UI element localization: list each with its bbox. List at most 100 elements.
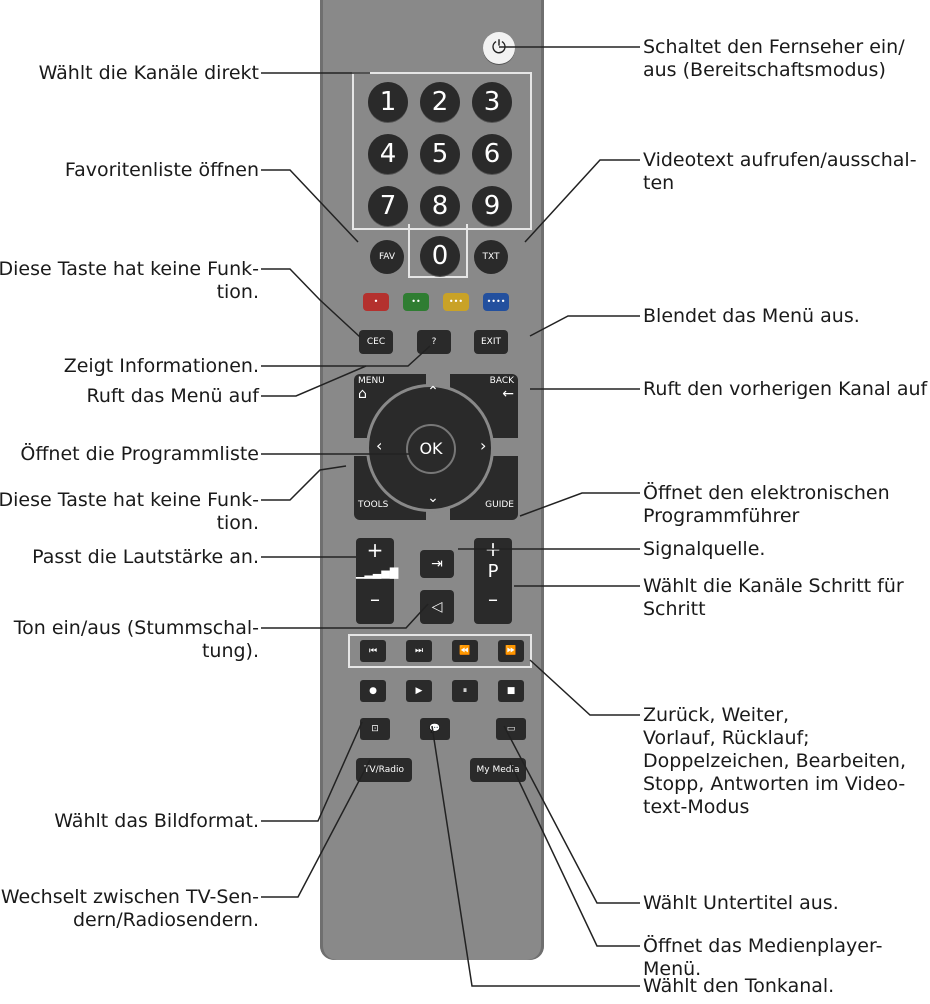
label-back: Ruft den vorherigen Kanal auf <box>643 378 927 401</box>
digit-6-button[interactable]: 6 <box>472 134 512 174</box>
fast-forward-icon[interactable]: ⏩ <box>498 640 524 662</box>
leader-menu <box>261 365 367 397</box>
fav-button[interactable]: FAV <box>370 240 404 274</box>
label-cec-line2: tion. <box>216 281 259 303</box>
ok-button[interactable]: OK <box>406 424 456 474</box>
picture-format-icon[interactable]: ⊡ <box>360 718 390 740</box>
digit-8-button[interactable]: 8 <box>420 186 460 226</box>
cec-button[interactable]: CEC <box>359 330 393 354</box>
volume-plus[interactable]: + <box>366 538 384 562</box>
label-digits-line1: Wählt die Kanäle direkt <box>38 62 259 84</box>
down-arrow-icon[interactable]: ⌄ <box>427 490 439 506</box>
my-media-button[interactable]: My Media <box>470 758 526 782</box>
green-key[interactable]: •• <box>403 293 429 311</box>
leader-subtitle <box>503 725 640 904</box>
record-icon[interactable]: ● <box>360 680 386 702</box>
digit-0-button[interactable]: 0 <box>420 236 460 276</box>
leader-format <box>261 721 363 822</box>
label-guide-line1: Öffnet den elektronischen <box>643 482 890 504</box>
label-power-line2: aus (Bereitschaftsmodus) <box>643 59 886 81</box>
volume-rocker[interactable]: + ▁▂▃▅▇ – <box>356 538 398 624</box>
info-button[interactable]: ? <box>417 330 451 354</box>
label-guide-line2: Programmführer <box>643 505 800 527</box>
menu-label: MENU <box>358 376 385 386</box>
leader-fav <box>261 169 359 243</box>
leader-mymedia <box>509 761 640 947</box>
digit-3-button[interactable]: 3 <box>472 82 512 122</box>
source-button[interactable]: ⇥ <box>420 550 454 578</box>
leader-cec <box>261 268 361 338</box>
media-keys-frame <box>348 634 532 668</box>
label-volume: Passt die Lautstärke an. <box>32 546 259 569</box>
left-arrow-icon[interactable]: ‹ <box>376 436 383 455</box>
label-program-line1: Wählt die Kanäle Schritt für <box>643 575 904 597</box>
label-txt-line2: ten <box>643 172 675 194</box>
audio-channel-icon[interactable]: 💬 <box>420 718 450 740</box>
digit-4-button[interactable]: 4 <box>368 134 408 174</box>
label-txt-line1: Videotext aufrufen/ausschal- <box>643 149 917 171</box>
leader-mute <box>261 603 429 629</box>
label-power: Schaltet den Fernseher ein/aus (Bereitsc… <box>643 36 905 82</box>
play-icon[interactable]: ▶ <box>406 680 432 702</box>
back-arrow-icon: ← <box>502 386 514 402</box>
program-minus[interactable]: – <box>488 587 498 611</box>
label-menu-line1: Ruft das Menü auf <box>86 385 259 407</box>
label-subtitle: Wählt Untertitel aus. <box>643 892 839 915</box>
digit-5-button[interactable]: 5 <box>420 134 460 174</box>
label-power-line1: Schaltet den Fernseher ein/ <box>643 36 905 58</box>
label-media-keys: Zurück, Weiter,Vorlauf, Rücklauf;Doppelz… <box>643 704 906 819</box>
label-media-line5: text-Modus <box>643 796 750 818</box>
label-tvradio: Wechselt zwischen TV-Sen-dern/Radiosende… <box>1 886 259 932</box>
stop-icon[interactable]: ■ <box>498 680 524 702</box>
label-media-line3: Doppelzeichen, Bearbeiten, <box>643 750 907 772</box>
label-cec-line1: Diese Taste hat keine Funk- <box>0 258 259 280</box>
label-ok-line1: Öffnet die Programmliste <box>20 443 259 465</box>
label-txt: Videotext aufrufen/ausschal-ten <box>643 149 917 195</box>
label-audio: Wählt den Tonkanal. <box>643 975 834 998</box>
digit-keys-frame <box>352 72 532 230</box>
yellow-key[interactable]: ••• <box>443 293 469 311</box>
label-media-line4: Stopp, Antworten im Video- <box>643 773 906 795</box>
digit-1-button[interactable]: 1 <box>368 82 408 122</box>
back-label: BACK <box>489 376 514 386</box>
label-source-line1: Signalquelle. <box>643 538 766 560</box>
up-arrow-icon[interactable]: ⌃ <box>427 384 439 400</box>
leader-tools <box>261 465 347 501</box>
right-arrow-icon[interactable]: › <box>480 436 487 455</box>
digit-9-button[interactable]: 9 <box>472 186 512 226</box>
skip-forward-icon[interactable]: ⏭ <box>406 640 432 662</box>
label-program-line2: Schritt <box>643 598 706 620</box>
label-mute-line1: Ton ein/aus (Stummschal- <box>13 617 259 639</box>
digit-2-button[interactable]: 2 <box>420 82 460 122</box>
label-menu: Ruft das Menü auf <box>87 385 259 408</box>
label-exit: Blendet das Menü aus. <box>643 305 860 328</box>
label-info: Zeigt Informationen. <box>64 355 259 378</box>
txt-button[interactable]: TXT <box>474 240 508 274</box>
leader-guide <box>519 492 640 517</box>
blue-key[interactable]: •••• <box>483 293 509 311</box>
label-format: Wählt das Bildformat. <box>54 810 259 833</box>
label-tools: Diese Taste hat keine Funk-tion. <box>0 489 259 535</box>
skip-back-icon[interactable]: ⏮ <box>360 640 386 662</box>
label-media-line1: Zurück, Weiter, <box>643 704 790 726</box>
label-format-line1: Wählt das Bildformat. <box>54 810 259 832</box>
subtitle-icon[interactable]: ▭ <box>496 718 526 740</box>
pause-icon[interactable]: ⏸ <box>452 680 478 702</box>
exit-button[interactable]: EXIT <box>474 330 508 354</box>
label-media-line2: Vorlauf, Rücklauf; <box>643 727 810 749</box>
mute-icon: ◁ <box>431 599 443 615</box>
label-cec: Diese Taste hat keine Funk-tion. <box>0 258 259 304</box>
volume-minus[interactable]: – <box>370 587 380 611</box>
digit-7-button[interactable]: 7 <box>368 186 408 226</box>
label-mute-line2: tung). <box>201 640 259 662</box>
label-mymedia-line2: Menü. <box>643 958 702 980</box>
leader-info <box>261 345 431 367</box>
label-subtitle-line1: Wählt Untertitel aus. <box>643 892 839 914</box>
program-p-label: P <box>487 561 499 582</box>
home-icon: ⌂ <box>358 386 367 402</box>
rewind-icon[interactable]: ⏪ <box>452 640 478 662</box>
red-key[interactable]: • <box>363 293 389 311</box>
